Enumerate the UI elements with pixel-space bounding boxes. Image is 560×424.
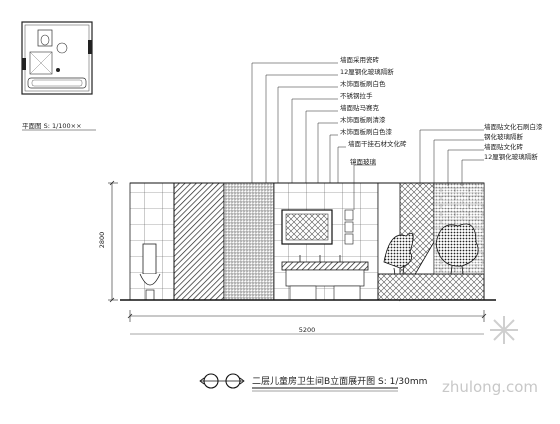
callout-label-mirror: 镜面玻璃 [350,157,377,166]
overall-dimension: 5200 [299,326,316,334]
elevation [120,182,496,302]
dimensions: 2800 5200 [98,180,487,335]
callout-label: 墙面贴文化石刷白漆 [484,122,543,131]
drawing-title: 二层儿童房卫生间B立面展开图 S: 1/30mm [252,375,427,387]
callout-label: 12厘钢化玻璃隔断 [340,67,394,76]
planter-base [377,273,485,301]
callout-label: 12厘钢化玻璃隔断 [484,152,538,161]
plant-right [435,223,479,283]
glass-partition [173,182,225,301]
callout-label: 不锈钢拉手 [340,91,373,100]
watermark-logo-icon [490,316,518,344]
callout-label: 钢化玻璃隔断 [484,132,524,141]
callout-label: 墙面贴文化砖 [484,142,524,151]
watermark: zhulong.com [442,316,538,396]
callout-leaders-center [251,62,376,210]
key-plan-caption: 平面图 S: 1/100×× [22,122,82,130]
callout-leaders-right [419,129,484,190]
callout-label: 墙面贴马赛克 [340,103,380,112]
height-dimension: 2800 [98,232,106,249]
callout-label: 墙面干挂石材文化砖 [348,139,407,148]
watermark-text: zhulong.com [442,378,538,396]
callout-label: 木饰面板刷清漆 [340,115,386,124]
vanity-counter [281,261,369,271]
title-block: 二层儿童房卫生间B立面展开图 S: 1/30mm [199,373,427,392]
callout-label: 墙面采用瓷砖 [340,55,380,64]
view-marker-icon [56,68,60,72]
callout-label: 木饰面板刷白色漆 [340,127,393,136]
callout-label: 木饰面板刷白色 [340,79,386,88]
elevation-symbol-icon [199,373,245,389]
callout-labels-right: 墙面贴文化石刷白漆 钢化玻璃隔断 墙面贴文化砖 12厘钢化玻璃隔断 [484,122,543,161]
key-plan: 平面图 S: 1/100×× [21,21,96,131]
callout-labels-center: 墙面采用瓷砖 12厘钢化玻璃隔断 木饰面板刷白色 不锈钢拉手 墙面贴马赛克 木饰… [340,55,407,166]
toilet-fixture [139,243,161,301]
